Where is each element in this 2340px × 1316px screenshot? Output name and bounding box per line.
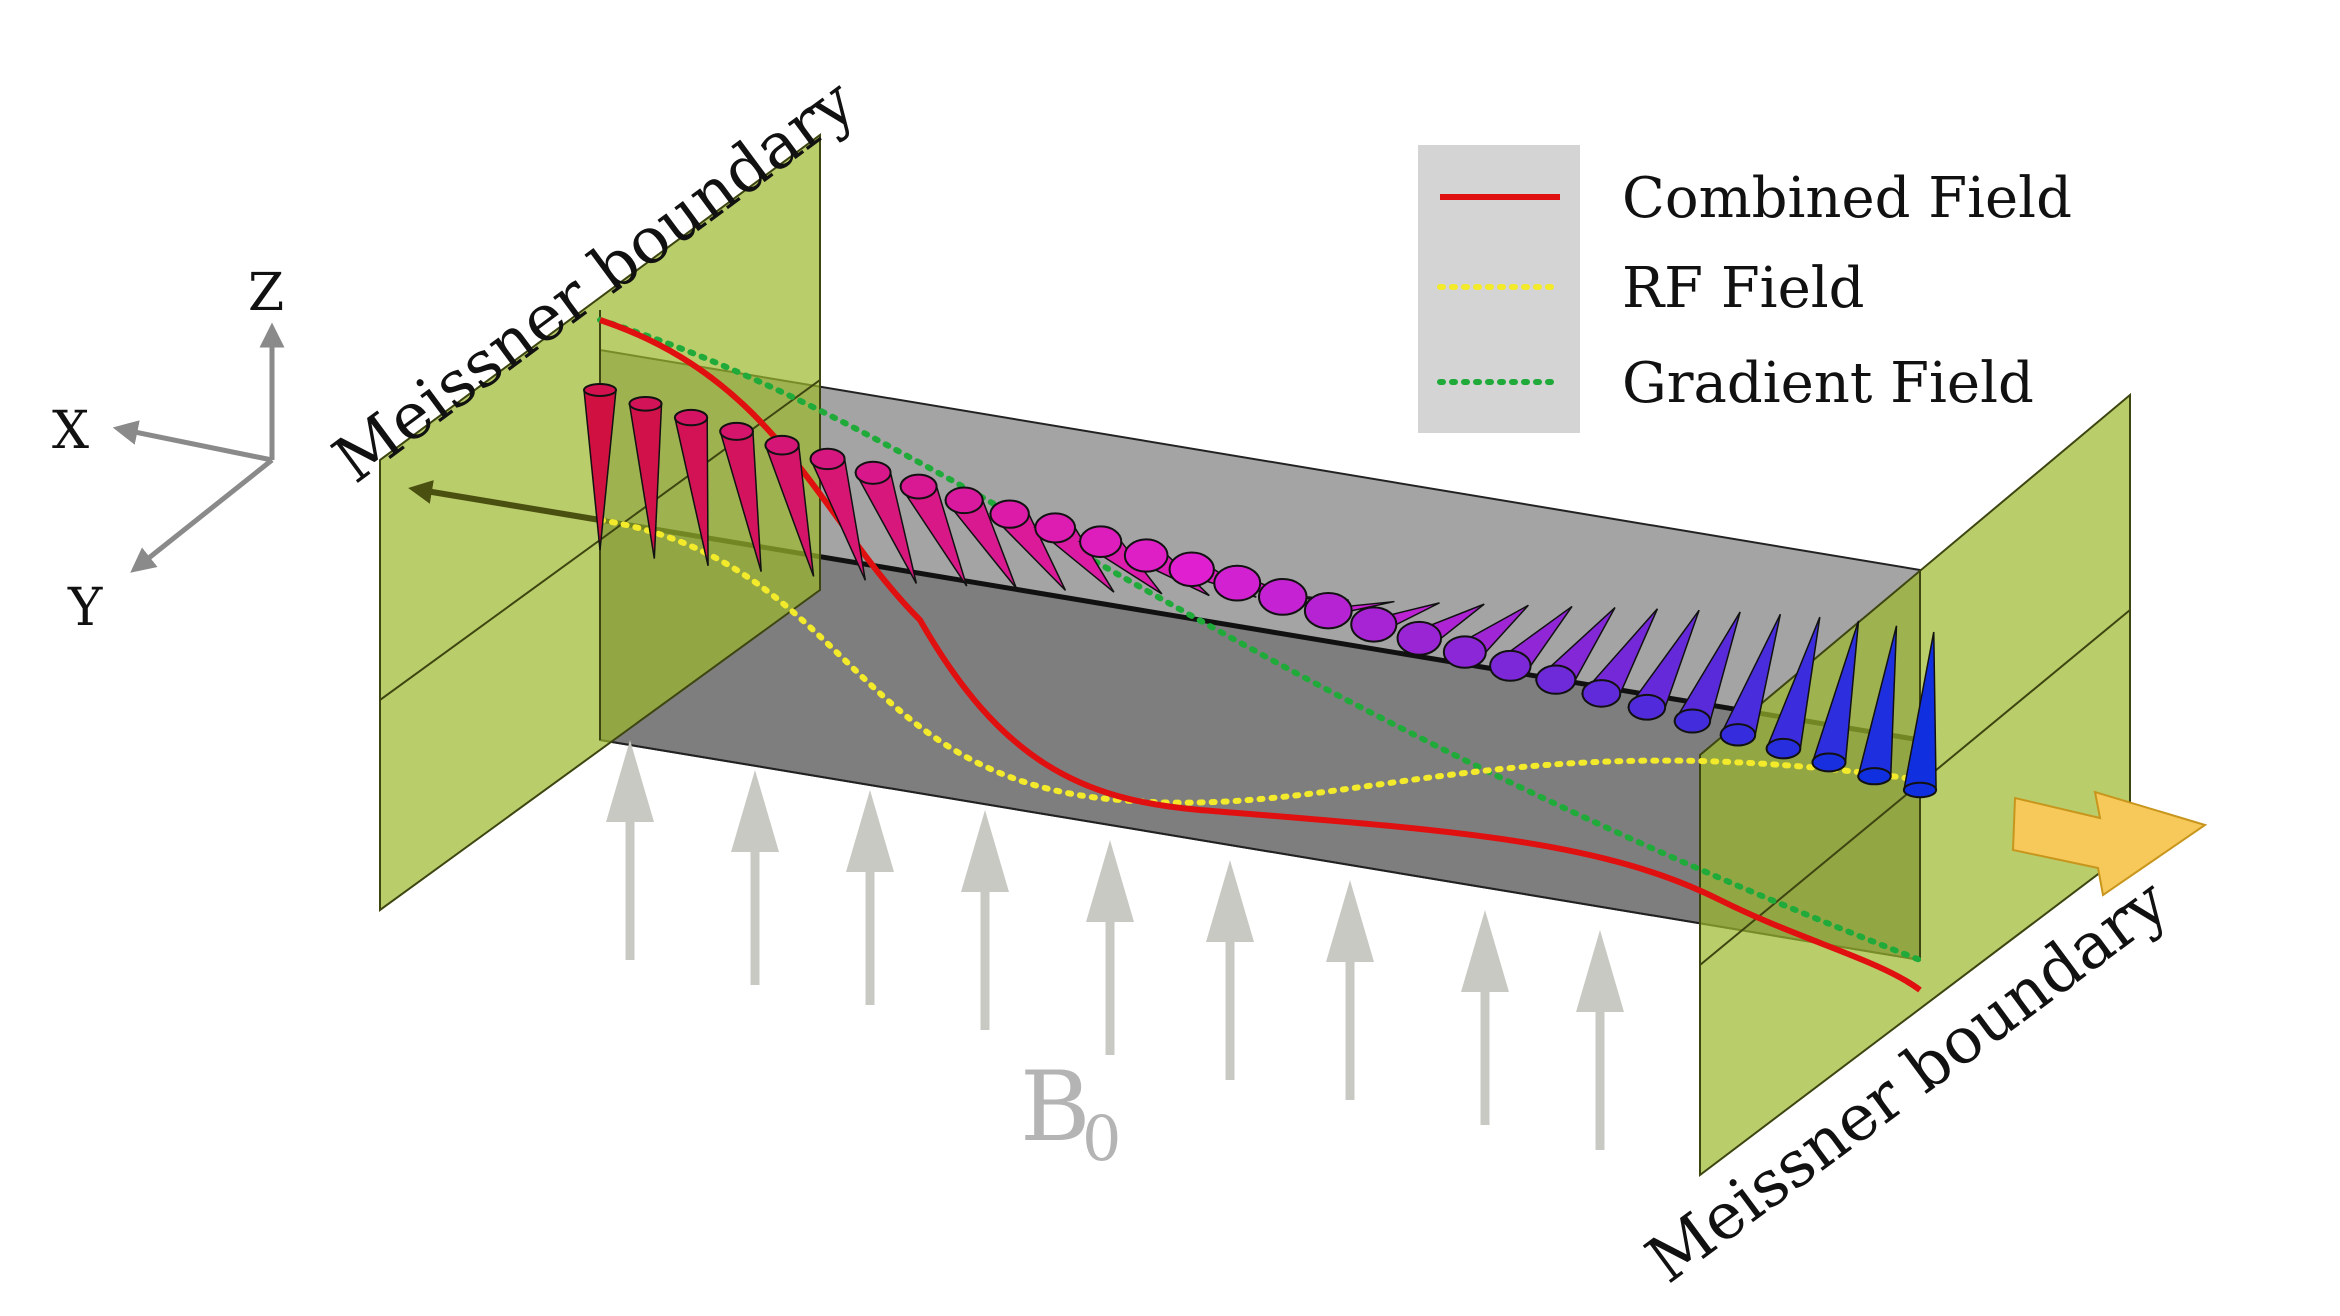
magnetization-cone	[899, 473, 968, 587]
magnetization-cone	[673, 408, 709, 566]
legend-item-rf-field: RF Field	[1437, 256, 1864, 321]
b0-arrow	[1461, 910, 1509, 1125]
magnetization-cone	[988, 499, 1067, 591]
combined-field-curve	[599, 317, 1922, 993]
b0-label: B 0	[1020, 1051, 1121, 1175]
magnetization-cone	[1168, 551, 1257, 598]
magnetization-cone	[1487, 605, 1573, 682]
magnetization-cone	[1534, 607, 1616, 695]
legend: Combined Field RF Field Gradient Field	[1418, 145, 2072, 433]
legend-label-combined-field: Combined Field	[1622, 166, 2072, 231]
legend-item-combined-field: Combined Field	[1440, 166, 2072, 231]
b0-label-subscript: 0	[1082, 1102, 1121, 1175]
legend-label-gradient-field: Gradient Field	[1622, 351, 2034, 416]
magnetization-cone	[1350, 602, 1440, 643]
b0-arrow	[1206, 860, 1254, 1080]
b0-field-arrows	[606, 740, 1624, 1150]
magnetization-cone	[1627, 609, 1700, 721]
b0-label-main: B	[1020, 1051, 1091, 1163]
magnetization-cone	[854, 460, 918, 584]
magnetization-cone	[944, 486, 1018, 589]
b0-arrow	[606, 740, 654, 960]
b0-arrow	[1576, 930, 1624, 1150]
magnetization-cone	[1673, 611, 1741, 734]
rf-field-curve	[597, 517, 1923, 806]
legend-item-gradient-field: Gradient Field	[1437, 351, 2034, 416]
magnetization-cone	[719, 421, 762, 572]
magnetization-cone	[1303, 592, 1395, 630]
axis-y-label: Y	[67, 578, 103, 638]
axis-z-label: Z	[248, 263, 284, 323]
magnetization-cone	[1811, 620, 1860, 773]
magnetization-cone	[764, 434, 815, 577]
magnetization-cone	[1857, 625, 1898, 786]
magnetization-cone	[628, 395, 663, 559]
xyz-axes-icon: Z X Y	[52, 263, 285, 638]
magnetization-cone	[809, 447, 867, 581]
magnetization-cone	[583, 383, 617, 551]
gradient-field-curve	[597, 317, 1923, 963]
b0-arrow	[1326, 880, 1374, 1100]
b0-arrow	[1086, 840, 1134, 1055]
incoming-arrow-icon	[2011, 790, 2208, 897]
magnetization-cone	[1902, 631, 1938, 799]
legend-label-rf-field: RF Field	[1622, 256, 1864, 321]
magnetization-cone	[1442, 604, 1529, 669]
b0-arrow	[846, 790, 894, 1005]
magnetization-cone	[1396, 603, 1485, 656]
magnetization-cone	[1033, 512, 1115, 593]
magnetization-cone	[1765, 616, 1821, 760]
magnetization-cone	[1719, 613, 1782, 747]
magnetization-cone	[1077, 525, 1163, 595]
magnetization-cones	[583, 383, 1938, 799]
magnetization-cone	[1580, 608, 1659, 708]
b0-arrow	[731, 770, 779, 985]
axis-x-label: X	[52, 401, 89, 461]
b0-arrow	[961, 810, 1009, 1030]
